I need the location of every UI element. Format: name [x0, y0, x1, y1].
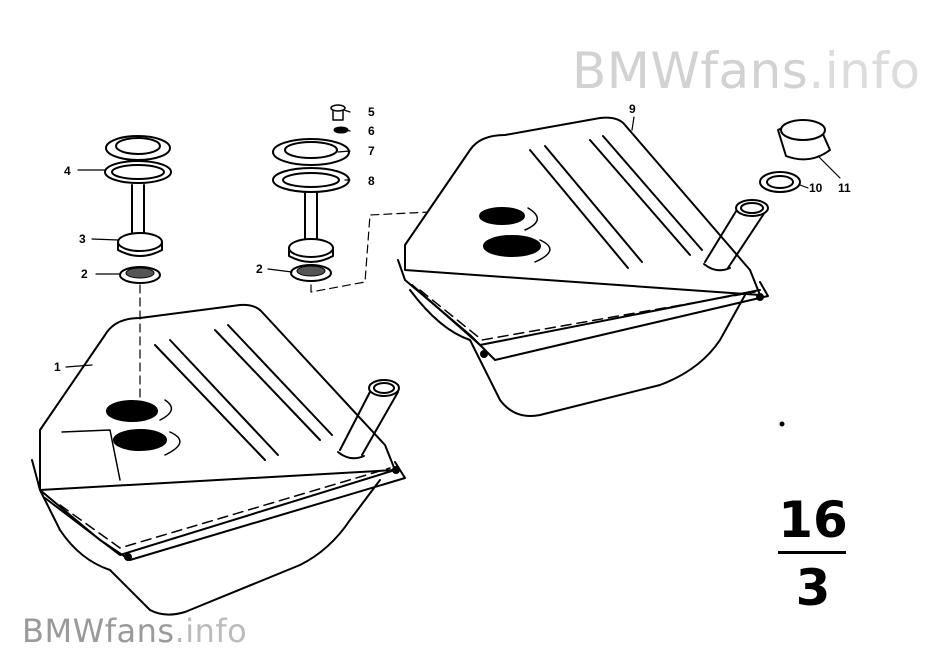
group-number: 16	[778, 491, 848, 549]
watermark-top: BMWfans.info	[572, 42, 921, 100]
fuel-sender-right	[272, 104, 471, 293]
callout-6: 6	[368, 124, 375, 138]
watermark-brand: BMWfans	[572, 42, 809, 100]
callout-leaders	[65, 109, 841, 368]
subgroup-number: 3	[795, 559, 831, 617]
callout-11: 11	[838, 181, 851, 195]
callout-5: 5	[368, 105, 375, 119]
callout-2-left: 2	[81, 267, 88, 281]
callout-4: 4	[64, 164, 71, 178]
fraction-divider	[778, 551, 846, 554]
callout-10: 10	[809, 181, 823, 195]
filler-cap	[777, 119, 831, 161]
callout-7: 7	[368, 144, 375, 158]
filler-gasket	[759, 171, 801, 193]
watermark-suffix: .info	[808, 42, 921, 100]
fuel-tank-right	[397, 116, 785, 427]
callout-8: 8	[368, 174, 375, 188]
watermark-bottom: BMWfans.info	[22, 612, 247, 650]
callout-9: 9	[629, 102, 636, 116]
watermark-suffix: .info	[174, 612, 248, 650]
callout-3: 3	[79, 232, 86, 246]
callout-1: 1	[54, 360, 61, 374]
callout-2-right: 2	[256, 262, 263, 276]
fuel-tank-left	[31, 303, 406, 616]
fuel-sender-left	[104, 135, 172, 411]
watermark-brand: BMWfans	[22, 612, 175, 650]
